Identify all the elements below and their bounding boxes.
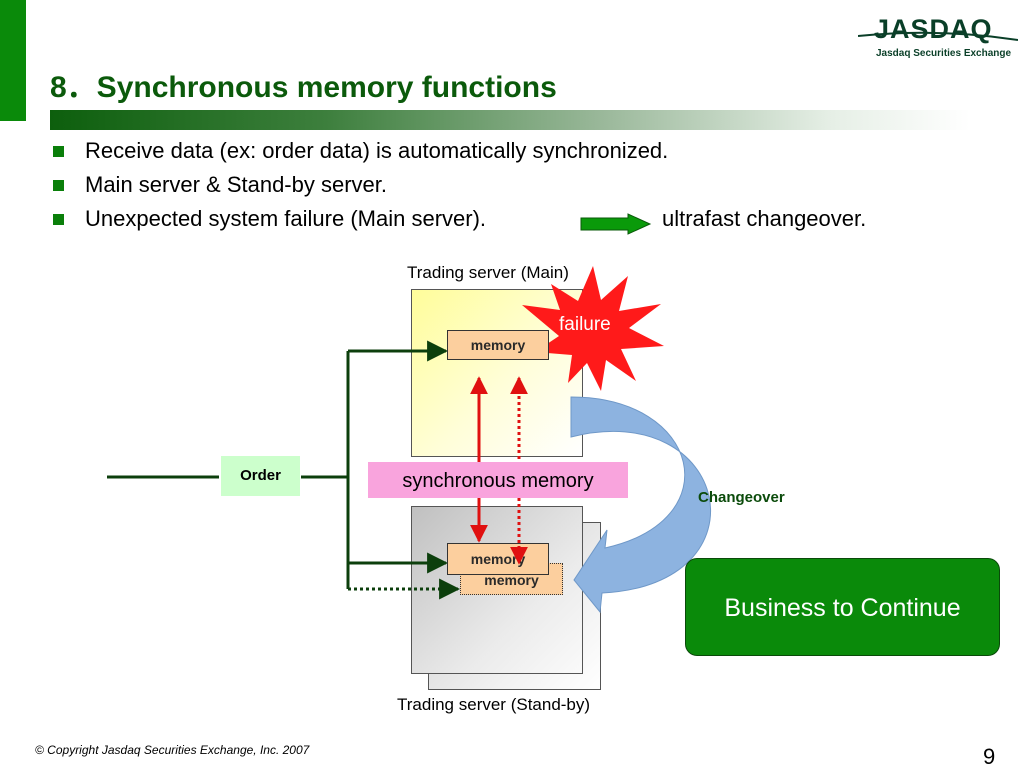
bullet-result-text: ultrafast changeover. bbox=[662, 206, 867, 231]
failure-burst-icon bbox=[522, 266, 664, 391]
page-number: 9 bbox=[983, 744, 996, 769]
bullet-text: Unexpected system failure (Main server). bbox=[85, 206, 487, 231]
bullet-text: Receive data (ex: order data) is automat… bbox=[85, 138, 669, 163]
changeover-curved-arrow bbox=[570, 396, 711, 614]
business-continue-box: Business to Continue bbox=[685, 558, 1000, 656]
bullet-square-icon bbox=[53, 214, 64, 225]
main-server-label: Trading server (Main) bbox=[407, 263, 569, 282]
failure-label: failure bbox=[559, 314, 611, 335]
accent-side-bar bbox=[0, 0, 26, 121]
bullet-text: Main server & Stand-by server. bbox=[85, 172, 388, 197]
copyright-footer: © Copyright Jasdaq Securities Exchange, … bbox=[35, 743, 310, 757]
logo-subtitle: Jasdaq Securities Exchange bbox=[876, 48, 1012, 59]
bullet-square-icon bbox=[53, 146, 64, 157]
jasdaq-logo: JASDAQ Jasdaq Securities Exchange bbox=[858, 14, 1018, 64]
title-gradient-rule bbox=[50, 110, 970, 130]
changeover-label: Changeover bbox=[698, 489, 785, 506]
logo-wordmark: JASDAQ bbox=[874, 14, 993, 44]
right-arrow-icon bbox=[580, 213, 652, 235]
logo-swoosh-icon bbox=[858, 31, 1018, 41]
slide-title: 8．Synchronous memory functions bbox=[50, 71, 557, 104]
main-memory-box: memory bbox=[447, 330, 549, 360]
synchronous-memory-label: synchronous memory bbox=[368, 462, 628, 498]
order-box: Order bbox=[221, 456, 300, 496]
bullet-square-icon bbox=[53, 180, 64, 191]
standby-server-label: Trading server (Stand-by) bbox=[397, 695, 591, 714]
